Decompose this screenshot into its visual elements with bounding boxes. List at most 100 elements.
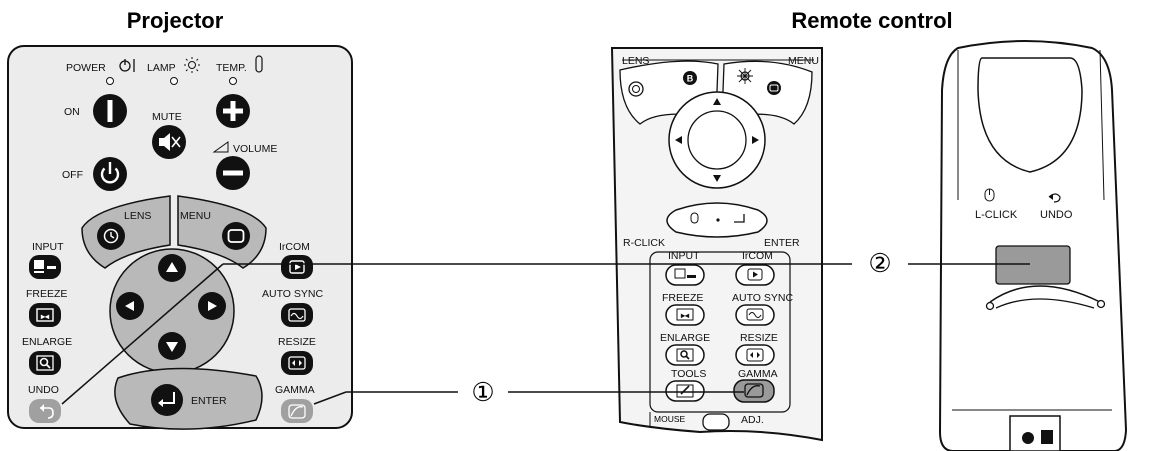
menu-area (177, 195, 267, 269)
freeze-button[interactable]: ▸◂ (29, 303, 61, 327)
arrow-right-button[interactable] (198, 292, 226, 320)
lens-label: LENS (124, 210, 151, 222)
remote-resize-button[interactable] (735, 344, 775, 366)
gamma-label: GAMMA (275, 384, 315, 396)
l-click-mouse-icon (984, 188, 995, 202)
remote-auto-sync-label: AUTO SYNC (732, 292, 793, 304)
remote-tools-button[interactable] (665, 380, 705, 402)
svg-text:▸◂: ▸◂ (680, 311, 690, 320)
power-icon (119, 59, 135, 72)
menu-icon (227, 229, 245, 243)
remote-enter-icon (734, 214, 745, 223)
lamp-indicator-light (170, 77, 178, 85)
remote-enlarge-button[interactable] (665, 344, 705, 366)
remote-tools-label: TOOLS (671, 368, 706, 380)
mute-speaker-icon (159, 133, 181, 151)
auto-sync-button[interactable] (281, 303, 313, 327)
mute-label: MUTE (152, 111, 182, 123)
enlarge-button[interactable] (29, 351, 61, 375)
l-click-undo-trigger[interactable] (995, 245, 1071, 285)
volume-down-button[interactable] (216, 156, 250, 190)
auto-sync-icon (288, 308, 306, 322)
remote-button-group (649, 251, 791, 413)
remote-freeze-button[interactable]: ▸◂ (665, 304, 705, 326)
remote-center-button[interactable] (687, 110, 747, 170)
lens-button[interactable] (97, 222, 125, 250)
input-label: INPUT (32, 241, 64, 253)
remote-right-arrow-icon[interactable] (752, 136, 759, 144)
ircom-label: IrCOM (279, 241, 310, 253)
gamma-icon (288, 404, 306, 419)
volume-label: VOLUME (233, 143, 277, 155)
remote-resize-label: RESIZE (740, 332, 778, 344)
remote-up-arrow-icon[interactable] (713, 98, 721, 105)
temp-indicator-label: TEMP. (216, 62, 247, 74)
remote-down-arrow-icon[interactable] (713, 175, 721, 182)
on-label: ON (64, 106, 80, 118)
on-button[interactable] (93, 94, 127, 128)
remote-control-title: Remote control (791, 8, 952, 33)
power-indicator-light (106, 77, 114, 85)
magnifier-icon (36, 355, 54, 371)
remote-ircom-button[interactable] (735, 264, 775, 286)
remote-input-button[interactable] (665, 264, 705, 286)
remote-left-arrow-icon[interactable] (675, 136, 682, 144)
remote-mouse-label: MOUSE (654, 414, 686, 424)
mute-button[interactable] (152, 125, 186, 159)
remote-menu-button[interactable] (767, 81, 781, 95)
lamp-indicator-label: LAMP (147, 62, 176, 74)
menu-button[interactable] (222, 222, 250, 250)
callout-2-marker: ② (868, 248, 891, 278)
arrow-up-button[interactable] (158, 254, 186, 282)
remote-lens-button[interactable] (628, 81, 644, 97)
remote-enter-label: ENTER (764, 237, 800, 249)
arrow-left-button[interactable] (116, 292, 144, 320)
down-arrow-icon (166, 342, 178, 352)
projector-title: Projector (127, 8, 224, 33)
svg-text:B: B (687, 74, 694, 84)
enter-label: ENTER (191, 395, 227, 407)
resize-label: RESIZE (278, 336, 316, 348)
lamp-icon (184, 57, 200, 73)
remote-b-button[interactable]: B (683, 71, 697, 85)
gamma-button[interactable] (281, 399, 313, 423)
remote-gamma-button[interactable] (733, 379, 775, 403)
volume-ramp-icon (212, 141, 229, 153)
callout-2: ② (61, 248, 1030, 405)
remote-back: L-CLICK UNDO (938, 40, 1128, 451)
l-click-label: L-CLICK (975, 209, 1018, 221)
callout-1: ① (313, 377, 744, 407)
volume-up-button[interactable] (216, 94, 250, 128)
resize-icon (288, 356, 306, 370)
remote-mouse-icon (690, 212, 699, 224)
callout-1-connector (313, 391, 347, 405)
callout-1-marker: ① (471, 377, 494, 407)
enlarge-label: ENLARGE (22, 336, 72, 348)
remote-input-label: INPUT (668, 250, 700, 262)
remote-menu-label: MENU (788, 55, 819, 67)
back-undo-label: UNDO (1040, 209, 1073, 221)
remote-gamma-label: GAMMA (738, 368, 778, 380)
input-button[interactable] (29, 255, 61, 279)
remote-enlarge-label: ENLARGE (660, 332, 710, 344)
enter-icon (160, 392, 175, 404)
resize-button[interactable] (281, 351, 313, 375)
arrow-down-button[interactable] (158, 332, 186, 360)
ircom-button[interactable] (281, 255, 313, 279)
ircom-icon (289, 260, 305, 274)
remote-mouse-switch[interactable] (702, 413, 730, 431)
remote-freeze-label: FREEZE (662, 292, 703, 304)
input-icon (34, 260, 56, 273)
temp-indicator-light (229, 77, 237, 85)
remote-auto-sync-button[interactable] (735, 304, 775, 326)
undo-button[interactable] (29, 399, 61, 423)
right-arrow-icon (208, 301, 217, 311)
up-arrow-icon (166, 262, 178, 272)
off-button[interactable] (93, 157, 127, 191)
remote-back-cover-arch (977, 57, 1083, 173)
enter-button[interactable] (151, 384, 183, 416)
thermometer-icon (255, 55, 263, 73)
remote-front: LENS MENU B R-CLICK ENTER INPUT IrCOM FR… (610, 47, 823, 442)
freeze-label: FREEZE (26, 288, 67, 300)
